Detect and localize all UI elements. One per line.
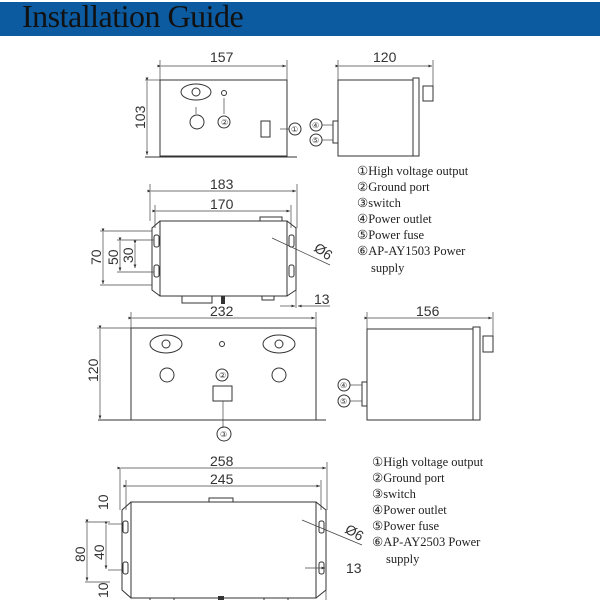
dim-mount-30: 30 — [120, 247, 136, 263]
callout-2: ② — [219, 371, 226, 380]
legend-item: ⑤Power fuse — [372, 519, 440, 533]
dim-mount-40: 40 — [91, 544, 107, 560]
legend-item: ①High voltage output — [357, 164, 469, 178]
callout-5: ⑤ — [312, 136, 319, 145]
dim-body-width: 245 — [210, 471, 234, 487]
callout-3: ③ — [220, 430, 227, 439]
dim-front-width: 232 — [210, 303, 234, 319]
model1-legend: ①High voltage output ②Ground port ③switc… — [357, 164, 469, 275]
dim-mount-80: 80 — [72, 546, 88, 562]
model2-front-view: ② ③ 232 120 — [85, 303, 326, 442]
model1-side-view: ④ ⑤ 120 — [309, 49, 434, 157]
legend-item: ②Ground port — [357, 180, 430, 194]
dim-side-depth: 156 — [416, 303, 440, 319]
page-title: Installation Guide — [22, 0, 244, 34]
header-banner: Installation Guide — [0, 0, 600, 36]
legend-item: ③switch — [372, 487, 417, 501]
dim-flange: 13 — [346, 560, 362, 576]
legend-item: ⑥AP-AY2503 Power — [372, 535, 481, 549]
dim-base-width: 258 — [210, 453, 234, 469]
dim-front-height: 103 — [132, 105, 148, 129]
dim-mount-70: 70 — [88, 249, 104, 265]
dim-side-depth: 120 — [373, 49, 397, 65]
legend-item: supply — [386, 552, 420, 566]
model2-top-view: 258 245 10 80 40 10 Ø6 13 — [72, 453, 367, 600]
legend-item: ④Power outlet — [357, 212, 432, 226]
dim-front-height: 120 — [85, 358, 101, 382]
legend-item: ⑤Power fuse — [357, 228, 425, 242]
callout-4: ④ — [340, 381, 347, 390]
model1-front-view: ② ① 157 103 — [132, 49, 302, 158]
callout-1: ① — [291, 125, 298, 134]
legend-item: ④Power outlet — [372, 503, 447, 517]
model2-legend: ①High voltage output ②Ground port ③switc… — [372, 455, 484, 566]
legend-item: ①High voltage output — [372, 455, 484, 469]
legend-item: ③switch — [357, 196, 402, 210]
dim-flange: 13 — [314, 291, 330, 307]
dim-base-width: 183 — [210, 176, 234, 192]
legend-item: ⑥AP-AY1503 Power — [357, 244, 466, 258]
callout-4: ④ — [312, 121, 319, 130]
legend-item: supply — [371, 261, 405, 275]
dim-mount-top: 10 — [95, 494, 111, 510]
switch-icon — [260, 120, 271, 138]
callout-5: ⑤ — [340, 397, 347, 406]
model2-side-view: ④ ⑤ 156 — [337, 303, 494, 421]
dim-hole: Ø6 — [343, 521, 367, 544]
dim-hole: Ø6 — [311, 239, 336, 263]
switch-icon — [212, 385, 233, 402]
dim-front-width: 157 — [210, 49, 234, 65]
legend-item: ②Ground port — [372, 471, 445, 485]
model1-top-view: 183 170 70 50 30 Ø6 13 — [88, 176, 336, 308]
dim-body-width: 170 — [210, 196, 234, 212]
dim-mount-bottom: 10 — [95, 582, 111, 598]
dim-mount-50: 50 — [105, 249, 121, 265]
callout-2: ② — [221, 118, 228, 127]
